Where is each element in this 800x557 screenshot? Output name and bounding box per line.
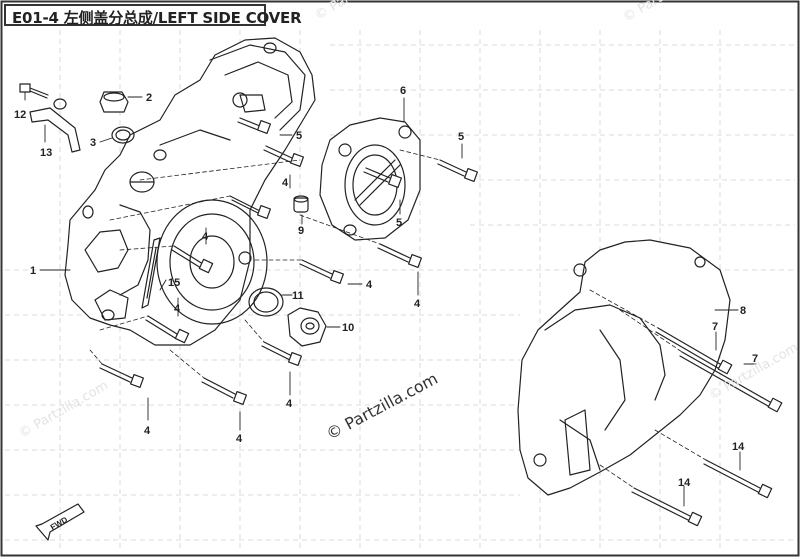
fwd-arrow bbox=[35, 503, 85, 541]
callout-4-h: 4 bbox=[282, 177, 289, 189]
bolt-5-d[interactable] bbox=[437, 159, 479, 183]
cover-part-6[interactable] bbox=[319, 117, 421, 241]
bolt-part-12[interactable] bbox=[19, 83, 49, 99]
bolt-7-a[interactable] bbox=[655, 327, 733, 375]
callout-5-c: 5 bbox=[458, 131, 464, 143]
callout-10: 10 bbox=[342, 322, 354, 334]
bracket-part-15[interactable] bbox=[141, 237, 161, 309]
bolt-4-c[interactable] bbox=[145, 315, 190, 344]
callout-12: 12 bbox=[14, 109, 26, 121]
watermark-top-2: © Partzilla.com bbox=[621, 0, 715, 25]
callout-8: 8 bbox=[740, 305, 746, 317]
bolt-4-e[interactable] bbox=[201, 377, 248, 406]
callout-11: 11 bbox=[292, 290, 304, 302]
callout-3: 3 bbox=[90, 137, 96, 149]
callout-4-e: 4 bbox=[414, 298, 421, 310]
callout-4-b: 4 bbox=[236, 433, 243, 445]
callout-7-a: 7 bbox=[712, 321, 718, 333]
callout-2: 2 bbox=[146, 92, 152, 104]
callout-9: 9 bbox=[298, 225, 304, 237]
cover-part-8[interactable] bbox=[517, 239, 731, 496]
callout-4-g: 4 bbox=[174, 303, 181, 315]
callout-1: 1 bbox=[30, 265, 36, 277]
bolt-14-a[interactable] bbox=[703, 459, 773, 499]
watermark-top-1: © Partzilla.com bbox=[313, 0, 407, 23]
bolt-7-b[interactable] bbox=[679, 351, 783, 413]
bolt-5-b[interactable] bbox=[263, 145, 305, 168]
bolt-14-b[interactable] bbox=[631, 487, 703, 527]
page-title: E01-4 左侧盖分总成/LEFT SIDE COVER bbox=[12, 9, 302, 27]
bolt-4-g[interactable] bbox=[299, 259, 345, 285]
bolt-4-f[interactable] bbox=[261, 341, 303, 367]
callout-7-b: 7 bbox=[752, 353, 758, 365]
o-ring-part-3[interactable] bbox=[111, 126, 135, 144]
callout-13: 13 bbox=[40, 147, 52, 159]
callout-15: 15 bbox=[168, 277, 180, 289]
bolt-4-h[interactable] bbox=[377, 243, 423, 269]
callout-5-a: 5 bbox=[296, 130, 302, 142]
callout-14-a: 14 bbox=[732, 441, 745, 453]
bolt-4-a[interactable] bbox=[229, 195, 272, 220]
callout-4-d: 4 bbox=[366, 279, 373, 291]
watermark-center: © Partzilla.com bbox=[323, 369, 441, 444]
plug-part-2[interactable] bbox=[99, 91, 129, 113]
bolt-4-d[interactable] bbox=[99, 363, 145, 389]
dowel-part-9[interactable] bbox=[293, 195, 309, 213]
bracket-part-13[interactable] bbox=[29, 98, 81, 153]
plug-part-10[interactable] bbox=[287, 307, 327, 347]
callout-4-c: 4 bbox=[286, 398, 293, 410]
assembly-lines bbox=[89, 149, 707, 489]
bolt-4-b[interactable] bbox=[171, 245, 214, 274]
callout-6: 6 bbox=[400, 85, 406, 97]
title-box: E01-4 左侧盖分总成/LEFT SIDE COVER bbox=[4, 4, 302, 27]
bolt-5-a[interactable] bbox=[237, 117, 272, 135]
watermark-left: © Partzilla.com bbox=[17, 378, 111, 441]
crankcase-cover-part-1[interactable] bbox=[64, 37, 316, 346]
callout-5-b: 5 bbox=[396, 217, 402, 229]
bolt-5-c[interactable] bbox=[363, 167, 403, 189]
leader-lines bbox=[24, 91, 757, 507]
callout-4-a: 4 bbox=[144, 425, 151, 437]
callout-4-f: 4 bbox=[202, 231, 209, 243]
callout-14-b: 14 bbox=[678, 477, 691, 489]
o-ring-part-11[interactable] bbox=[248, 287, 284, 317]
